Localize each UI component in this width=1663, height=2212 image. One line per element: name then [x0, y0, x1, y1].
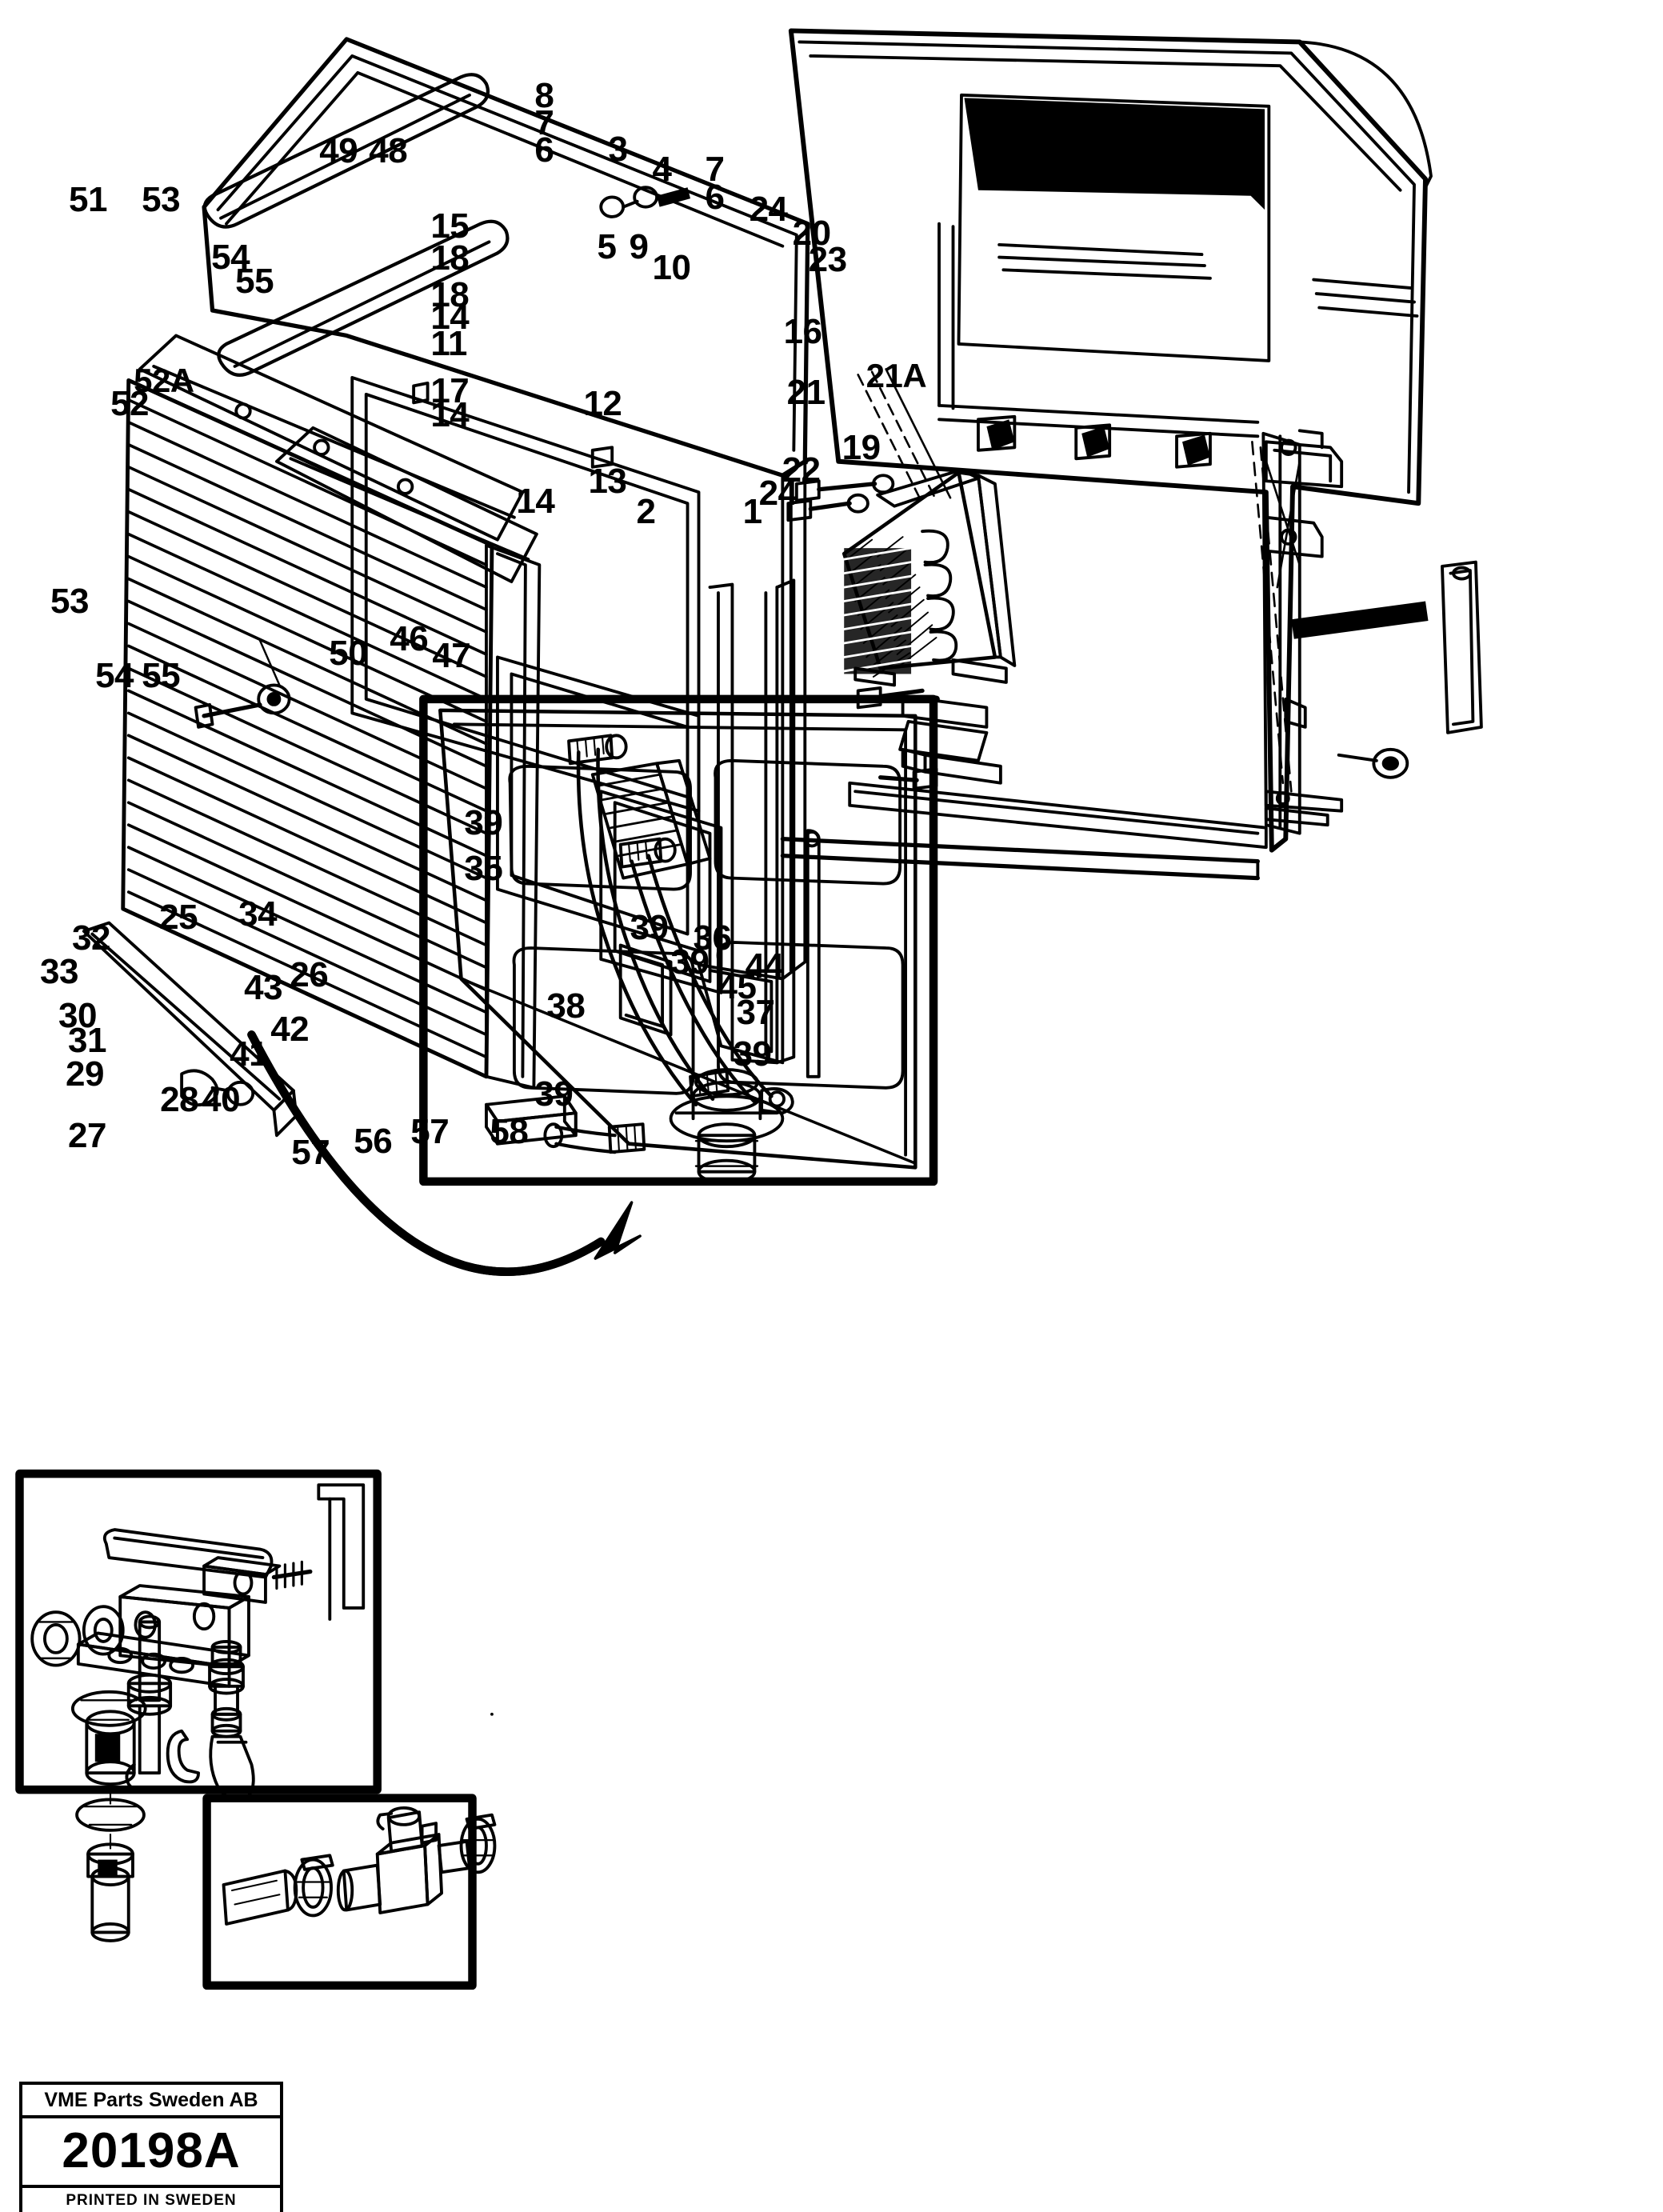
callout-36: 36: [693, 918, 732, 958]
callout-10: 10: [652, 248, 691, 288]
callout-22: 22: [782, 450, 821, 490]
callout-39e: 39: [534, 1074, 574, 1114]
callout-13: 13: [588, 462, 627, 502]
callout-17: 17: [430, 371, 470, 411]
callout-26: 26: [290, 954, 329, 994]
upper-housing: [202, 37, 821, 1078]
callout-37: 37: [736, 992, 775, 1032]
callout-44: 44: [745, 946, 784, 986]
callout-54b: 54: [95, 656, 134, 696]
inset-door-hoses: [419, 694, 938, 1716]
callout-8: 8: [534, 76, 554, 116]
callout-57b: 57: [410, 1111, 450, 1151]
callout-31: 31: [68, 1020, 106, 1060]
callout-33: 33: [40, 951, 78, 991]
callout-19: 19: [841, 428, 881, 468]
callout-54a: 54: [211, 238, 250, 278]
callout-4: 4: [652, 150, 672, 190]
callout-3: 3: [608, 130, 628, 170]
callout-29: 29: [66, 1054, 104, 1094]
inset-middle-box: [202, 1794, 497, 1990]
callout-39b: 39: [630, 907, 669, 947]
callout-55a: 55: [235, 262, 274, 302]
callout-23: 23: [808, 240, 847, 280]
callout-35: 35: [464, 849, 503, 889]
callout-56: 56: [354, 1121, 393, 1161]
callout-28: 28: [160, 1079, 199, 1119]
callout-6b: 6: [705, 178, 725, 218]
callout-12: 12: [583, 384, 622, 424]
callout-14b: 14: [430, 395, 470, 435]
callout-7a: 7: [534, 103, 554, 143]
callout-45: 45: [718, 966, 757, 1006]
callout-41: 41: [230, 1034, 269, 1074]
callout-57a: 57: [291, 1132, 330, 1172]
callout-39a: 39: [464, 803, 503, 843]
title-block-footer: PRINTED IN SWEDEN: [66, 2192, 237, 2209]
callout-32: 32: [72, 918, 110, 958]
callout-6a: 6: [534, 130, 554, 170]
callout-5: 5: [597, 227, 617, 267]
callout-30: 30: [58, 995, 97, 1035]
callout-49: 49: [319, 131, 358, 171]
callout-58: 58: [490, 1111, 529, 1151]
callout-11: 11: [430, 324, 467, 364]
callout-16: 16: [783, 312, 822, 352]
callout-25: 25: [159, 897, 198, 937]
callout-52: 52: [110, 384, 150, 424]
callout-9: 9: [629, 227, 649, 267]
callout-53a: 53: [142, 180, 181, 220]
callout-14a: 14: [430, 298, 470, 338]
callout-21A: 21A: [865, 357, 927, 395]
cab-door-frame: [708, 28, 1483, 1065]
callout-39d: 39: [733, 1034, 772, 1074]
callout-53b: 53: [50, 582, 89, 622]
callout-39c: 39: [670, 942, 710, 982]
callout-2: 2: [636, 492, 656, 532]
title-block-company: VME Parts Sweden AB: [22, 2085, 280, 2118]
callout-47: 47: [432, 636, 471, 676]
callout-50: 50: [329, 634, 368, 674]
callout-52A: 52A: [134, 362, 194, 400]
callout-43: 43: [244, 967, 283, 1007]
title-block: VME Parts Sweden AB 20198A PRINTED IN SW…: [19, 2082, 283, 2212]
callout-24a: 24: [749, 190, 788, 230]
callout-21: 21: [786, 373, 826, 413]
callout-42: 42: [270, 1009, 310, 1049]
callout-34: 34: [238, 894, 278, 934]
callout-1: 1: [742, 492, 762, 532]
arrow-curve: [247, 1030, 606, 1276]
callout-38: 38: [546, 986, 586, 1026]
callout-7b: 7: [705, 150, 725, 190]
louvered-grille: [82, 334, 542, 1138]
callout-20: 20: [792, 214, 831, 254]
part-58-block: [485, 1094, 578, 1146]
inset-left-box: [15, 1469, 382, 1942]
callout-51: 51: [69, 180, 107, 220]
callout-14c: 14: [516, 482, 555, 522]
callout-24b: 24: [758, 474, 798, 514]
callout-40: 40: [202, 1079, 241, 1119]
callout-46: 46: [390, 619, 429, 659]
callout-15: 15: [430, 206, 470, 246]
callout-27: 27: [68, 1115, 106, 1155]
callout-18b: 18: [430, 275, 470, 315]
callout-18a: 18: [430, 238, 470, 278]
callout-55b: 55: [142, 656, 181, 696]
callout-48: 48: [369, 131, 408, 171]
title-block-drawing-number: 20198A: [22, 2118, 280, 2188]
